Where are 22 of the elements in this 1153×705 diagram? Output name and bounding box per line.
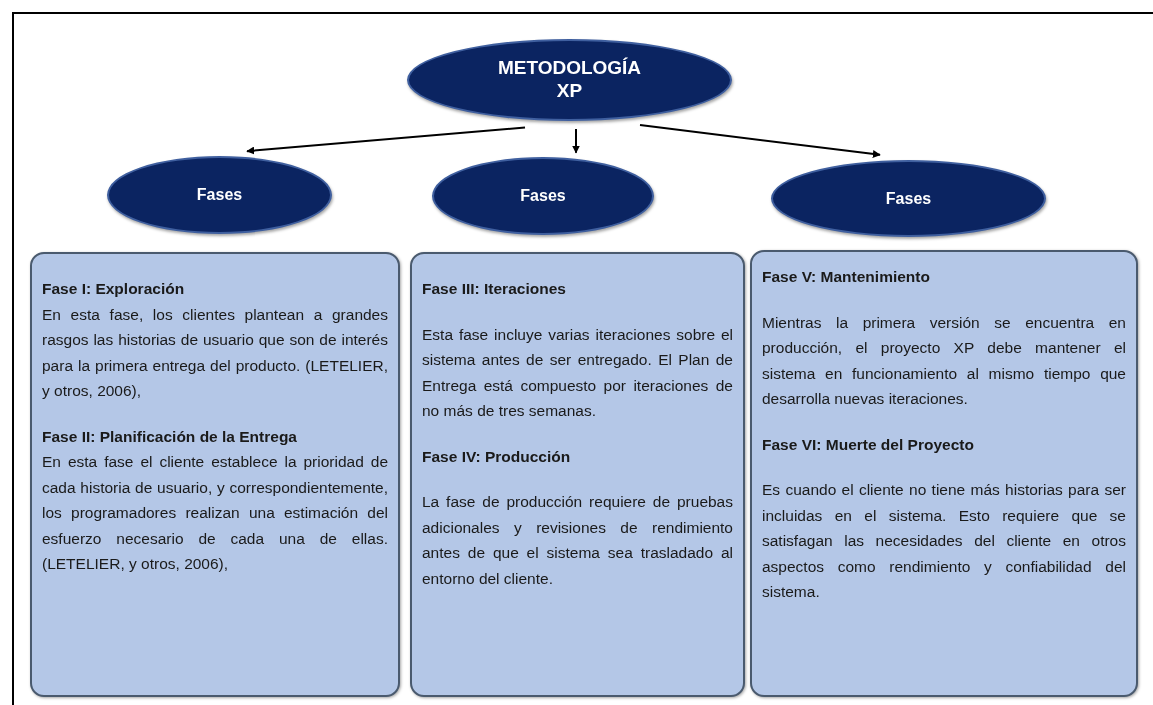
phase-heading: Fase II: Planificación de la Entrega: [42, 426, 298, 447]
phase-panel: [410, 252, 745, 697]
arrow: [572, 127, 580, 154]
node-title: METODOLOGÍA XP: [496, 57, 643, 103]
node-title: Fases: [519, 186, 567, 206]
phase-heading: Fase VI: Muerte del Proyecto: [762, 434, 975, 455]
phase-description: En esta fase, los clientes plantean a grandes rasgos las historias de usuario que son de interés para la primera entrega del producto. (LETELIER, y otros, 2006),: [42, 304, 388, 401]
phase-description: Es cuando el cliente no tiene más historias para ser incluidas en el sistema. Esto requiere que se satisfagan las necesidades del cliente en otros aspectos como rendimiento y confiabilidad del sistema.: [762, 480, 1126, 602]
phase-heading: Fase III: Iteraciones: [422, 279, 567, 299]
phase-description: Esta fase incluye varias iteraciones sobre el sistema antes de ser entregado. El Plan de Entrega está compuesto por iteraciones de no más de tres semanas.: [422, 324, 733, 421]
node-title: Fases: [884, 188, 933, 209]
arrow: [246, 126, 526, 155]
phase-panel: [30, 252, 400, 697]
phase-description: Mientras la primera versión se encuentra en producción, el proyecto XP debe mantener el sistema en funcionamiento al mismo tiempo que desarrolla nuevas iteraciones.: [762, 312, 1126, 409]
phase-heading: Fase IV: Producción: [422, 446, 572, 467]
arrow: [639, 123, 881, 158]
phase-description: La fase de producción requiere de pruebas adicionales y revisiones de rendimiento antes de que el sistema sea trasladado al entorno del cliente.: [422, 492, 733, 589]
phase-heading: Fase V: Mantenimiento: [762, 267, 931, 287]
phase-panel: [750, 250, 1138, 697]
phase-description: En esta fase el cliente establece la prioridad de cada historia de usuario, y correspondientemente, los programadores realizan una estimación del esfuerzo necesario de cada una de ellas. (LETELIER, y otros, 2006),: [42, 452, 388, 574]
node-title: Fases: [195, 185, 244, 205]
phase-heading: Fase I: Exploración: [42, 279, 186, 299]
